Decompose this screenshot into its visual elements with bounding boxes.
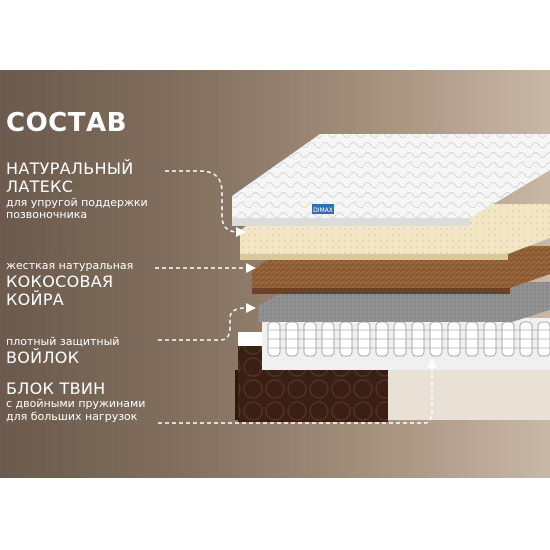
latex-caption: НАТУРАЛЬНЫЙ ЛАТЕКС для упругой поддержки… [6, 159, 148, 222]
composition-banner: DIMAX СОСТАВ НАТУРАЛЬНЫЙ ЛАТЕКС для упру… [0, 70, 550, 478]
coir-desc-1: жесткая натуральная [6, 259, 134, 272]
arrow-heads [236, 227, 437, 368]
arrowhead-twin [427, 358, 437, 368]
latex-heading-2: ЛАТЕКС [6, 177, 74, 197]
latex-desc-2: позвоночника [6, 208, 88, 222]
arrowhead-felt [246, 303, 256, 313]
twin-spring-block [262, 318, 550, 370]
latex-heading-1: НАТУРАЛЬНЫЙ [6, 159, 134, 178]
brand-tag: DIMAX [313, 207, 333, 214]
arrowhead-coir [246, 263, 256, 273]
felt-heading-1: ВОЙЛОК [6, 347, 80, 367]
arrow-felt [158, 307, 247, 341]
page-title: СОСТАВ [6, 108, 127, 138]
twin-heading-1: БЛОК ТВИН [6, 379, 106, 398]
coir-heading-2: КОЙРА [6, 290, 65, 310]
arrows [155, 170, 433, 424]
mattress-layers-illustration: DIMAX [155, 134, 550, 424]
twin-desc-2: для больших нагрузок [6, 410, 138, 424]
felt-caption: плотный защитный ВОЙЛОК [6, 335, 120, 367]
arrow-latex [165, 170, 239, 233]
latex-desc-1: для упругой поддержки [6, 195, 148, 209]
coir-heading-1: КОКОСОВАЯ [6, 271, 114, 291]
felt-desc-1: плотный защитный [6, 335, 120, 348]
coir-caption: жесткая натуральная КОКОСОВАЯ КОЙРА [6, 259, 134, 310]
twin-caption: БЛОК ТВИН с двойными пружинами для больш… [6, 379, 146, 424]
arrowhead-latex [236, 227, 246, 237]
twin-desc-1: с двойными пружинами [6, 397, 146, 411]
top-cover-layer: DIMAX [232, 134, 550, 226]
arrow-twin [158, 368, 433, 424]
